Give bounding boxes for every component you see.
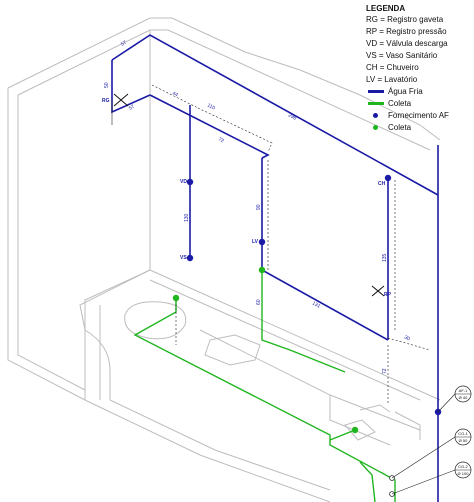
label-rg: RG xyxy=(102,98,110,104)
green-dot-icon xyxy=(373,125,378,130)
svg-text:CG-2: CG-2 xyxy=(458,464,468,469)
dimension-labels: 57 50 57 44 110 298 72 130 90 135 60 131… xyxy=(104,40,411,374)
supply-point-vs xyxy=(186,254,194,262)
legend-line-cold-water-label: Água Fria xyxy=(388,87,423,96)
svg-text:Ø 100: Ø 100 xyxy=(458,471,470,476)
dimension-lines xyxy=(111,84,431,405)
collection-points xyxy=(172,266,359,434)
legend: LEGENDA RG = Registro gaveta RP = Regist… xyxy=(366,3,472,134)
room-walls xyxy=(7,17,441,502)
supply-point-lv xyxy=(258,238,266,246)
dim-131: 131 xyxy=(311,300,321,309)
dim-44: 44 xyxy=(171,90,179,98)
point-labels: RG VD VS LV CH RP xyxy=(102,98,392,298)
dim-135: 135 xyxy=(382,253,388,262)
label-vd: VD xyxy=(180,179,187,185)
supply-point-ch xyxy=(384,174,392,182)
collection-point-floor xyxy=(351,426,359,434)
legend-code-rp: RP = Registro pressão xyxy=(366,27,447,36)
gate-valve-symbol xyxy=(113,93,129,107)
blue-line-icon xyxy=(368,90,384,93)
dim-72-diag: 72 xyxy=(217,136,225,144)
svg-text:Ø 40: Ø 40 xyxy=(459,395,468,400)
pressure-valve-symbol xyxy=(371,285,385,297)
dim-50: 50 xyxy=(104,82,110,88)
blue-dot-icon xyxy=(373,113,378,118)
legend-dot-collection: Coleta xyxy=(366,122,472,134)
legend-dot-supply: Fornecimento AF xyxy=(366,110,472,122)
legend-line-collection: Coleta xyxy=(366,98,472,110)
tag-af-1: AF-1 Ø 40 xyxy=(437,385,472,413)
legend-title: LEGENDA xyxy=(366,4,406,13)
supply-points xyxy=(186,174,442,416)
label-rp: RP xyxy=(384,292,392,298)
dim-60: 60 xyxy=(256,299,262,305)
pipe-tags: AF-1 Ø 40 CG-1 Ø 50 CG-2 Ø 100 xyxy=(391,385,472,495)
green-line-icon xyxy=(368,102,384,105)
dim-130: 130 xyxy=(184,213,190,222)
dim-57-low: 57 xyxy=(128,104,136,112)
dim-30: 30 xyxy=(403,334,411,342)
legend-code-ch: CH = Chuveiro xyxy=(366,63,419,72)
legend-dot-supply-label: Fornecimento AF xyxy=(388,111,449,120)
legend-code-rg: RG = Registro gaveta xyxy=(366,15,444,24)
legend-line-collection-label: Coleta xyxy=(388,99,412,108)
legend-dot-collection-label: Coleta xyxy=(388,123,412,132)
dim-90: 90 xyxy=(256,204,262,210)
dim-57-top: 57 xyxy=(120,40,128,48)
legend-line-cold-water: Água Fria xyxy=(366,86,472,98)
label-ch: CH xyxy=(378,181,386,187)
dim-72-vert: 72 xyxy=(382,368,388,374)
legend-code-vd: VD = Válvula descarga xyxy=(366,39,448,48)
label-lv: LV xyxy=(252,239,259,245)
legend-code-lv: LV = Lavatório xyxy=(366,75,418,84)
legend-code-vs: VS = Vaso Sanitário xyxy=(366,51,438,60)
supply-point-vd xyxy=(186,178,194,186)
collection-point-vs xyxy=(172,294,180,302)
tag-cg-1: CG-1 Ø 50 xyxy=(391,428,472,479)
collection-point-lv xyxy=(258,266,266,274)
tag-cg-2: CG-2 Ø 100 xyxy=(391,461,472,495)
label-vs: VS xyxy=(180,255,187,261)
svg-text:AF-1: AF-1 xyxy=(459,388,468,393)
dim-298: 298 xyxy=(287,112,297,121)
svg-text:CG-1: CG-1 xyxy=(458,431,468,436)
dim-110: 110 xyxy=(206,102,216,111)
svg-text:Ø 50: Ø 50 xyxy=(459,438,468,443)
